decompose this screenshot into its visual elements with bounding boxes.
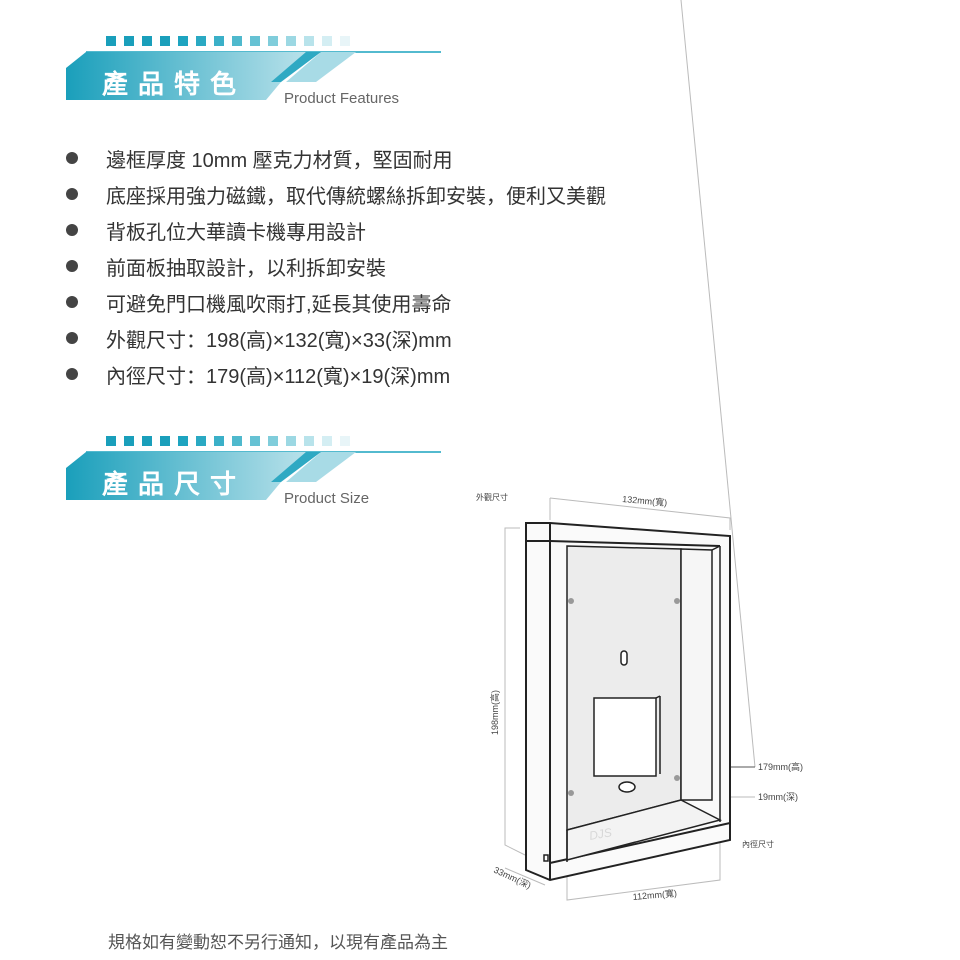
inner-height-label: 179mm(高) <box>758 761 803 772</box>
bullet-icon <box>66 332 78 344</box>
inner-depth-label: 19mm(深) <box>758 792 798 802</box>
list-item: 可避免門口機風吹雨打,延長其使用壽命 <box>66 284 606 320</box>
bullet-icon <box>66 188 78 200</box>
bullet-icon <box>66 152 78 164</box>
list-item: 背板孔位大華讀卡機專用設計 <box>66 212 606 248</box>
features-header: 產品特色 Product Features <box>66 36 446 116</box>
inner-size-label: 內徑尺寸 <box>742 839 774 849</box>
disclaimer-text: 規格如有變動恕不另行通知，以現有產品為主 <box>108 933 448 952</box>
features-title: 產品特色 <box>102 69 247 99</box>
brand-logo: DJS <box>588 825 613 843</box>
bullet-icon <box>66 368 78 380</box>
outer-height-label: 198mm(高) <box>489 690 500 735</box>
list-item: 底座採用強力磁鐵，取代傳統螺絲拆卸安裝，便利又美觀 <box>66 176 606 212</box>
feature-text: 背板孔位大華讀卡機專用設計 <box>106 221 366 244</box>
list-item: 內徑尺寸：179(高)×112(寬)×19(深)mm <box>66 356 606 392</box>
size-subtitle: Product Size <box>284 490 370 507</box>
feature-text: 內徑尺寸：179(高)×112(寬)×19(深)mm <box>106 365 451 388</box>
decor-squares <box>106 436 350 446</box>
size-header: 產品尺寸 Product Size <box>66 436 446 516</box>
list-item: 外觀尺寸：198(高)×132(寬)×33(深)mm <box>66 320 606 356</box>
list-item: 邊框厚度 10mm 壓克力材質，堅固耐用 <box>66 140 606 176</box>
feature-text: 外觀尺寸：198(高)×132(寬)×33(深)mm <box>106 329 452 352</box>
inner-width-label: 112mm(寬) <box>632 887 677 902</box>
mounting-holes-icon <box>568 598 680 796</box>
header-banner <box>66 51 441 100</box>
bullet-icon <box>66 260 78 272</box>
decor-squares <box>106 36 350 46</box>
feature-text: 前面板抽取設計，以利拆卸安裝 <box>106 257 386 280</box>
feature-text: 可避免門口機風吹雨打,延長其使用壽命 <box>106 293 452 316</box>
features-subtitle: Product Features <box>284 90 400 107</box>
bullet-icon <box>66 224 78 236</box>
list-item: 前面板抽取設計，以利拆卸安裝 <box>66 248 606 284</box>
bullet-icon <box>66 296 78 308</box>
header-banner <box>66 451 441 500</box>
feature-list: 邊框厚度 10mm 壓克力材質，堅固耐用 底座採用強力磁鐵，取代傳統螺絲拆卸安裝… <box>66 140 606 392</box>
feature-text: 邊框厚度 10mm 壓克力材質，堅固耐用 <box>106 149 453 172</box>
feature-text: 底座採用強力磁鐵，取代傳統螺絲拆卸安裝，便利又美觀 <box>106 185 606 208</box>
outer-width-label: 132mm(寬) <box>622 493 668 508</box>
size-title: 產品尺寸 <box>102 469 247 499</box>
outer-size-label: 外觀尺寸 <box>476 492 508 502</box>
